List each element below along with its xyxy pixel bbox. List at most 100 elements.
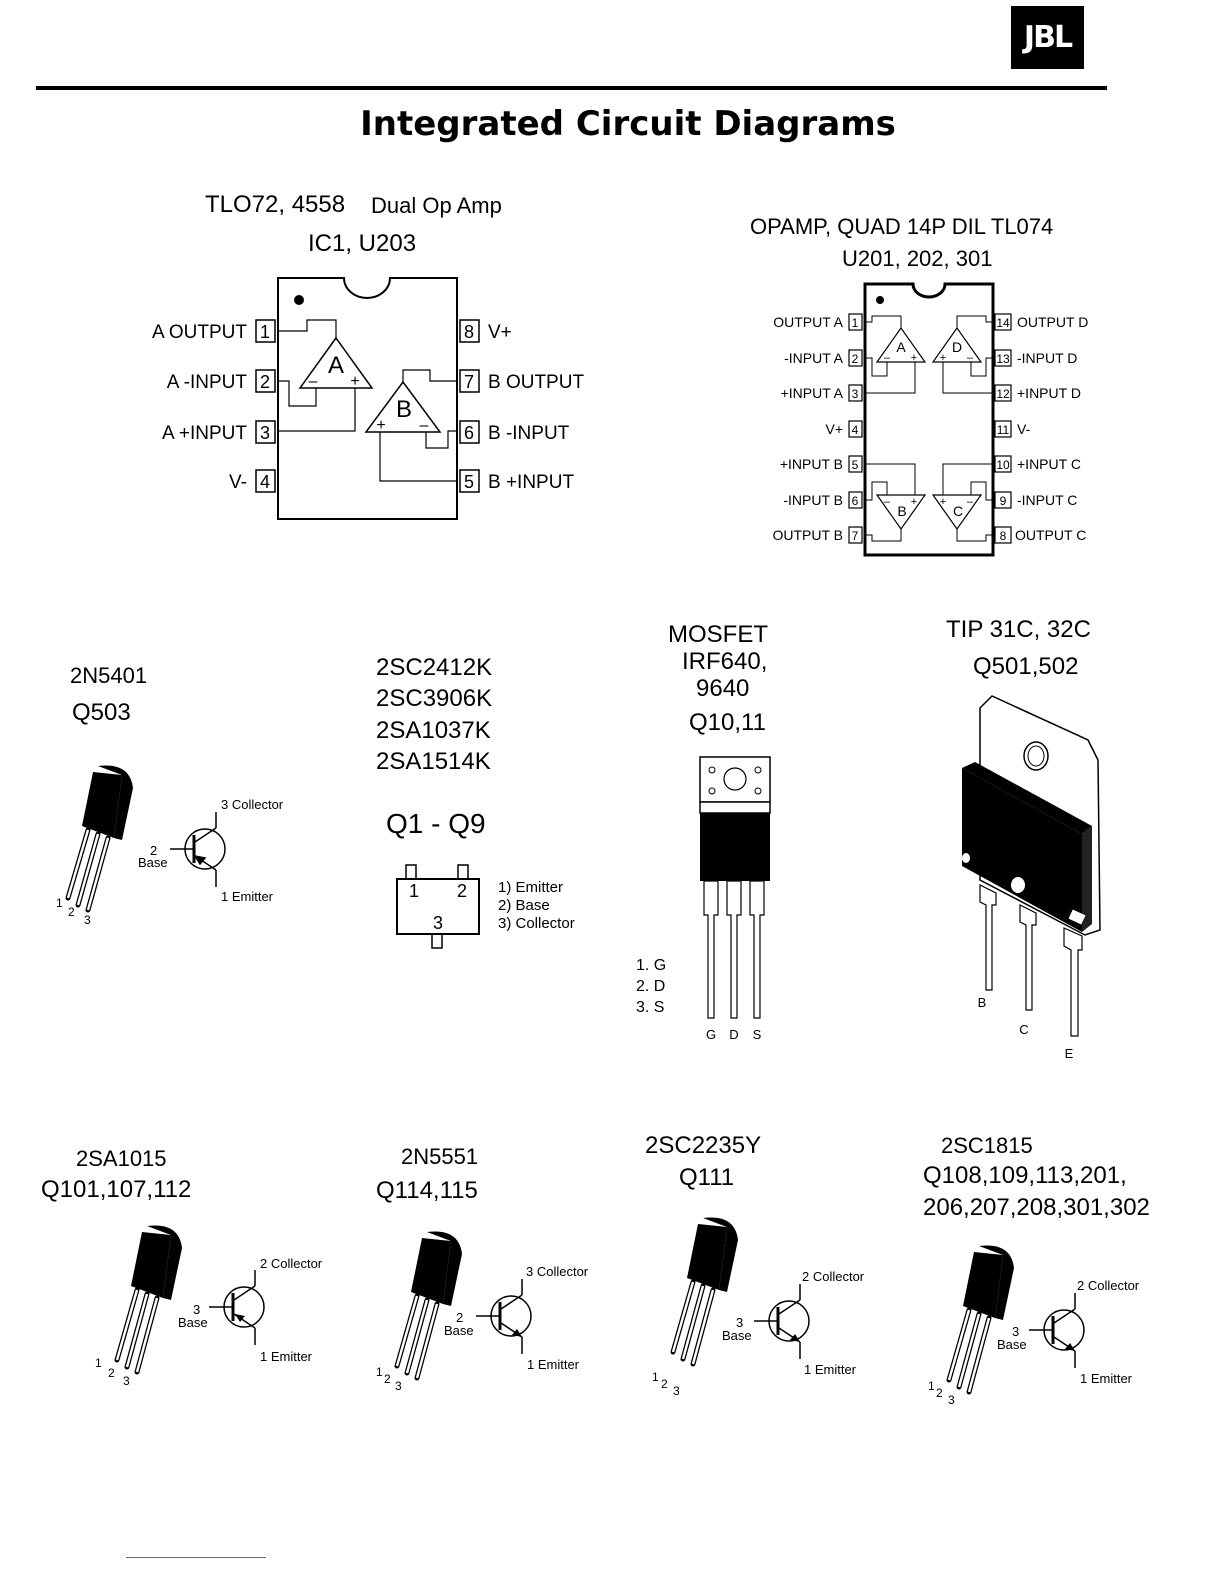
quad-pin-num-4: 4 xyxy=(852,423,859,437)
quad-amp-a-triangle xyxy=(875,326,927,363)
t1-part: 2SA1015 xyxy=(76,1146,167,1171)
quad-pin-box-8 xyxy=(994,526,1012,544)
t1-ref: Q101,107,112 xyxy=(41,1176,192,1203)
dual-pin-num-1: 1 xyxy=(260,322,270,342)
pin1-dot xyxy=(294,295,304,305)
dual-pin-label-7: B OUTPUT xyxy=(488,372,584,393)
t2-ref: Q114,115 xyxy=(376,1177,478,1204)
mosfet-lead-s: S xyxy=(753,1027,762,1042)
quad-pin-box-5 xyxy=(848,455,863,473)
t4-base-num: 3 xyxy=(1012,1324,1019,1339)
t1-lead-1: 1 xyxy=(95,1356,102,1370)
quad-pin-label-11: V- xyxy=(1017,421,1031,437)
smd-part-1: 2SC2412K xyxy=(376,654,493,681)
q503-lead-1: 1 xyxy=(56,896,63,910)
t3-collector-label: 2 Collector xyxy=(802,1269,865,1284)
dual-pin-num-8: 8 xyxy=(464,322,474,342)
mosfet-lead-d: D xyxy=(729,1027,738,1042)
q503-lead-3: 3 xyxy=(84,913,91,927)
dual-pin-label-4: V- xyxy=(229,472,247,493)
to218-package-icon xyxy=(962,695,1101,1037)
dual-pin-label-8: V+ xyxy=(488,322,512,343)
t4-lead-3: 3 xyxy=(948,1393,955,1407)
q503-lead-2: 2 xyxy=(68,905,75,919)
mosfet-line3: 9640 xyxy=(696,675,750,702)
tip-lead-c: C xyxy=(1019,1022,1028,1037)
q503-part: 2N5401 xyxy=(70,663,148,688)
quad-amp-c-label: C xyxy=(953,503,963,519)
q503-pnp-symbol-icon xyxy=(170,812,226,887)
amp-b-plus: + xyxy=(376,417,385,434)
quad-pin-label-7: OUTPUT B xyxy=(772,527,843,543)
amp-b-triangle xyxy=(364,380,442,433)
dual-pin-num-2: 2 xyxy=(260,372,270,392)
quad-pin-box-11 xyxy=(994,420,1012,438)
quad-a-plus: + xyxy=(911,352,917,364)
mosfet-line2: IRF640, xyxy=(682,648,768,675)
quad-pin-box-6 xyxy=(848,491,863,509)
dual-pin-label-3: A +INPUT xyxy=(162,423,247,444)
dual-opamp-title-part: TLO72, 4558 xyxy=(205,191,346,218)
tip-lead-b: B xyxy=(978,995,987,1010)
t1-emitter-label: 1 Emitter xyxy=(260,1349,313,1364)
quad-pin-box-4 xyxy=(848,420,863,438)
dual-pin-box-7 xyxy=(459,369,480,393)
header-rule xyxy=(36,86,1107,90)
quad-d-minus: – xyxy=(967,352,974,364)
quad-a-minus: – xyxy=(884,352,891,364)
dual-pin-label-1: A OUTPUT xyxy=(152,322,247,343)
t4-to92-package-icon xyxy=(949,1245,1014,1392)
sot23-pad-1: 1 xyxy=(409,881,419,901)
mosfet-ref: Q10,11 xyxy=(689,709,766,736)
quad-pin-label-1: OUTPUT A xyxy=(773,314,843,330)
q503-base-num: 2 xyxy=(150,843,157,858)
quad-opamp-package xyxy=(863,282,995,557)
t3-emitter-label: 1 Emitter xyxy=(804,1362,857,1377)
dual-pin-label-6: B -INPUT xyxy=(488,423,570,444)
quad-pin-num-10: 10 xyxy=(996,458,1010,472)
quad-pin-label-2: -INPUT A xyxy=(784,350,844,366)
t4-npn-symbol-icon xyxy=(1027,1291,1086,1370)
t4-emitter-label: 1 Emitter xyxy=(1080,1371,1133,1386)
t3-lead-2: 2 xyxy=(661,1377,668,1391)
quad-pin-label-13: -INPUT D xyxy=(1017,350,1077,366)
t2-emitter-label: 1 Emitter xyxy=(527,1357,580,1372)
dual-opamp-title-desc: Dual Op Amp xyxy=(371,193,502,218)
quad-pin-label-3: +INPUT A xyxy=(781,385,844,401)
quad-pin-label-9: -INPUT C xyxy=(1017,492,1077,508)
t1-base-label: Base xyxy=(178,1315,208,1330)
quad-b-minus: – xyxy=(884,496,891,508)
dual-pin-num-7: 7 xyxy=(464,372,474,392)
mosfet-legend-d: 2. D xyxy=(636,978,665,995)
q503-base-label: Base xyxy=(138,855,168,870)
to220-package-icon xyxy=(699,756,771,1019)
t1-pnp-symbol-icon xyxy=(207,1268,266,1347)
amp-a-minus: – xyxy=(309,373,318,390)
q503-emitter-label: 1 Emitter xyxy=(221,889,274,904)
t4-lead-1: 1 xyxy=(928,1379,935,1393)
dual-pin-num-6: 6 xyxy=(464,423,474,443)
quad-pin-label-4: V+ xyxy=(825,421,843,437)
quad-c-plus: + xyxy=(940,496,946,508)
mosfet-line1: MOSFET xyxy=(668,621,768,648)
quad-opamp-title: OPAMP, QUAD 14P DIL TL074 xyxy=(750,214,1054,239)
t4-ref-line1: Q108,109,113,201, xyxy=(923,1162,1127,1189)
footer-rule xyxy=(126,1557,266,1558)
t2-npn-symbol-icon xyxy=(474,1277,533,1356)
dual-pin-num-3: 3 xyxy=(260,423,270,443)
smd-legend-emitter: 1) Emitter xyxy=(498,879,563,896)
tip-ref: Q501,502 xyxy=(973,653,1079,680)
quad-opamp-ref: U201, 202, 301 xyxy=(842,246,993,271)
quad-pin-box-3 xyxy=(848,384,863,402)
quad-pin-label-12: +INPUT D xyxy=(1017,385,1081,401)
t3-base-num: 3 xyxy=(736,1315,743,1330)
amp-a-plus: + xyxy=(350,373,359,390)
t4-lead-2: 2 xyxy=(936,1386,943,1400)
dual-pin-box-6 xyxy=(459,420,480,444)
dual-opamp-package xyxy=(277,277,458,520)
sot23-pad-3: 3 xyxy=(433,913,443,933)
